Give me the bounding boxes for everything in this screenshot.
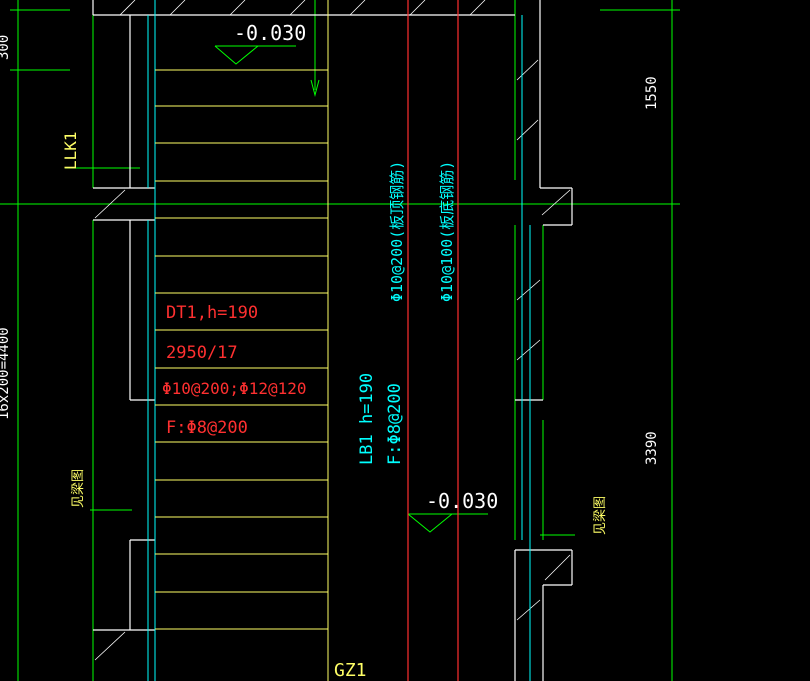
column-gz1: GZ1	[334, 660, 367, 681]
elevation-mid: -0.030	[426, 489, 498, 513]
stair-name: DT1,h=190	[166, 303, 258, 323]
see-beam-right: 见梁图	[593, 496, 608, 535]
dim-left-long: 16x200=4400	[0, 327, 12, 420]
see-beam-left: 见梁图	[71, 469, 86, 508]
stair-steps: 2950/17	[166, 343, 238, 363]
wall-outlines	[92, 0, 573, 681]
rebar-lines	[147, 0, 531, 681]
stair-rebar: Φ10@200;Φ12@120	[162, 379, 307, 398]
dim-right-lower: 3390	[644, 431, 660, 465]
dim-top-left: 300	[0, 35, 12, 60]
beam-lines	[407, 0, 459, 681]
rebar-top-label: Φ10@200(板顶钢筋)	[388, 161, 406, 302]
slab-dist: F:Φ8@200	[385, 383, 405, 465]
slab-name: LB1 h=190	[357, 373, 377, 465]
dim-right-upper: 1550	[644, 76, 660, 110]
stair-treads	[155, 0, 329, 681]
wall-hatching	[94, 0, 571, 661]
dimension-lines	[0, 0, 680, 681]
beam-llk1-label: LLK1	[61, 131, 80, 170]
stair-dist: F:Φ8@200	[166, 418, 248, 438]
elevation-top: -0.030	[234, 21, 306, 45]
rebar-bottom-label: Φ10@100(板底钢筋)	[438, 161, 456, 302]
